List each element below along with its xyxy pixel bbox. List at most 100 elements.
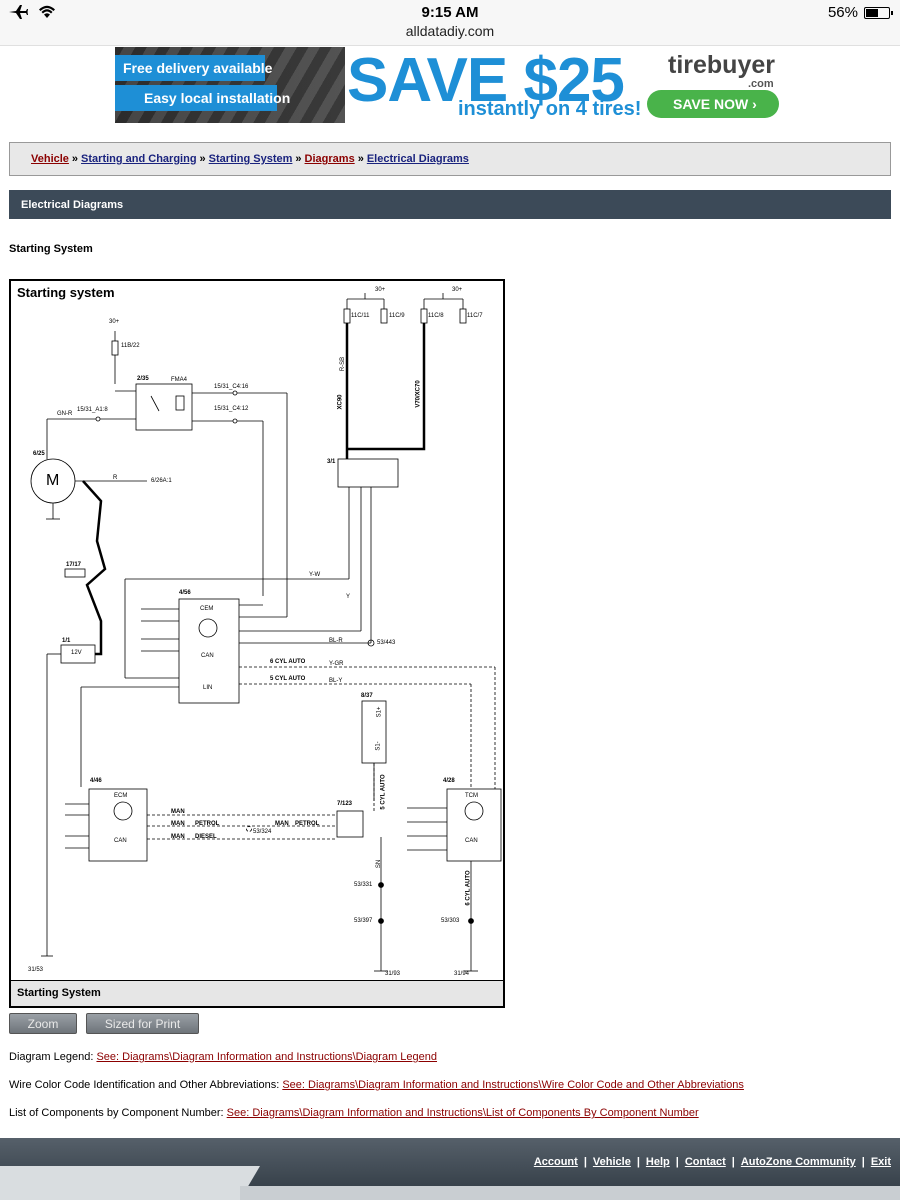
footer-help-link[interactable]: Help [645, 1156, 670, 1168]
footer-nav: Account|Vehicle|Help|Contact|AutoZone Co… [534, 1156, 891, 1168]
label-ground-3194: 31/94 [454, 971, 470, 977]
components-line: List of Components by Component Number: … [9, 1107, 699, 1119]
label-ecm: ECM [114, 793, 128, 799]
label-man: MAN [171, 834, 185, 840]
breadcrumb-diagrams[interactable]: Diagrams [304, 153, 355, 165]
label-53303: 53/303 [441, 918, 460, 924]
label-tcm: TCM [465, 793, 478, 799]
footer-decoration [240, 1186, 900, 1200]
clock: 9:15 AM [421, 4, 479, 21]
footer-contact-link[interactable]: Contact [684, 1156, 726, 1168]
label-gn-r: GN-R [57, 411, 73, 417]
ad-headline: SAVE $25 [347, 46, 625, 115]
wire-color-label: Wire Color Code Identification and Other… [9, 1079, 283, 1091]
breadcrumb-separator: » [71, 153, 79, 165]
label-xc90: XC90 [337, 394, 344, 410]
page-subtitle: Starting System [9, 243, 93, 255]
wiring-diagram[interactable]: Starting system [9, 279, 505, 1008]
battery-fill [866, 8, 879, 17]
ad-chip-delivery: Free delivery available [115, 55, 272, 81]
label-auto: 5 CYL AUTO [380, 774, 387, 810]
airplane-icon [8, 5, 28, 24]
label-petrol: PETROL [195, 821, 220, 827]
label-7123: 7/123 [337, 801, 353, 807]
legend-line: Diagram Legend: See: Diagrams\Diagram In… [9, 1051, 437, 1063]
label-diesel: DIESEL [195, 834, 217, 840]
footer-exit-link[interactable]: Exit [870, 1156, 891, 1168]
address-url[interactable]: alldatadiy.com [405, 23, 495, 39]
label-motor-625: 6/25 [33, 451, 45, 457]
wifi-icon [38, 5, 56, 24]
legend-link[interactable]: See: Diagrams\Diagram Information and In… [96, 1051, 438, 1063]
chevron-right-icon: › [752, 96, 757, 112]
components-link[interactable]: See: Diagrams\Diagram Information and In… [226, 1107, 699, 1119]
label-53331: 53/331 [354, 882, 373, 888]
label-lin: LIN [203, 685, 213, 691]
diagram-labels: 30+ 30+ 30+ 11B/22 11C/11 11C/9 11C/8 11… [11, 281, 503, 981]
label-bl-y: BL-Y [329, 678, 343, 684]
footer-separator: | [636, 1156, 640, 1168]
zoom-button[interactable]: Zoom [9, 1013, 77, 1034]
label-fuse-11c8: 11C/8 [428, 313, 444, 319]
footer: Account|Vehicle|Help|Contact|AutoZone Co… [0, 1138, 900, 1200]
label-fuse-11c11: 11C/11 [351, 313, 370, 319]
label-fuse-11b22: 11B/22 [121, 343, 140, 349]
label-cem-456: 4/56 [179, 590, 191, 596]
label-53397: 53/397 [354, 918, 373, 924]
breadcrumb-electrical-diagrams[interactable]: Electrical Diagrams [366, 153, 469, 165]
label-y-w: Y-W [309, 572, 321, 578]
label-tcm-428: 4/28 [443, 778, 455, 784]
label-tcm-can: CAN [465, 838, 478, 844]
footer-account-link[interactable]: Account [533, 1156, 578, 1168]
label-battery-11: 1/1 [62, 638, 71, 644]
diagram-caption: Starting System [11, 980, 503, 1006]
legend-label: Diagram Legend: [9, 1051, 97, 1063]
footer-separator: | [583, 1156, 587, 1168]
breadcrumb-starting-system[interactable]: Starting System [208, 153, 293, 165]
label-man: MAN [171, 821, 185, 827]
label-a18: 15/31_A1:8 [77, 407, 108, 413]
footer-decoration [0, 1166, 260, 1200]
label-wire-r: R [113, 475, 118, 481]
ad-brand-name: tirebuyer [668, 51, 775, 79]
breadcrumb-separator: » [295, 153, 302, 165]
label-v70xc70: V70/XC70 [415, 380, 422, 408]
label-6cyl-auto-vert: 6 CYL AUTO [465, 870, 472, 906]
label-53324: 53/324 [253, 829, 272, 835]
label-837: 8/37 [361, 693, 373, 699]
save-now-button[interactable]: SAVE NOW › [647, 90, 779, 118]
breadcrumb-separator: » [357, 153, 364, 165]
footer-community-link[interactable]: AutoZone Community [740, 1156, 856, 1168]
wire-color-line: Wire Color Code Identification and Other… [9, 1079, 744, 1091]
status-left [8, 5, 56, 24]
save-now-label: SAVE NOW [673, 96, 749, 112]
footer-separator: | [861, 1156, 865, 1168]
label-12v: 12V [71, 650, 82, 656]
ad-chip-installation: Easy local installation [115, 85, 290, 111]
label-ecm-can: CAN [114, 838, 127, 844]
motor-symbol: M [46, 472, 60, 489]
label-1717: 17/17 [66, 562, 82, 568]
section-header: Electrical Diagrams [9, 190, 891, 219]
battery-percent: 56% [827, 4, 858, 21]
breadcrumb-vehicle[interactable]: Vehicle [31, 153, 69, 165]
label-man: MAN [275, 821, 289, 827]
label-30plus: 30+ [375, 287, 386, 293]
label-fuse-11c7: 11C/7 [467, 313, 483, 319]
label-30plus: 30+ [452, 287, 463, 293]
label-r-sb: R-SB [340, 356, 347, 372]
label-sn: SN [376, 859, 383, 869]
label-ground-3193: 31/93 [385, 971, 401, 977]
label-626a: 6/26A:1 [151, 478, 172, 484]
breadcrumb-starting-charging[interactable]: Starting and Charging [81, 153, 197, 165]
label-bl-r: BL-R [329, 638, 343, 644]
label-y: Y [346, 594, 351, 600]
sized-for-print-button[interactable]: Sized for Print [86, 1013, 199, 1034]
label-6cyl-auto: 6 CYL AUTO [270, 659, 306, 665]
tire-ad-banner[interactable]: Free delivery available Easy local insta… [115, 46, 785, 123]
footer-vehicle-link[interactable]: Vehicle [592, 1156, 631, 1168]
breadcrumb-separator: » [199, 153, 206, 165]
wire-color-link[interactable]: See: Diagrams\Diagram Information and In… [282, 1079, 744, 1091]
label-c412: 15/31_C4:12 [214, 406, 249, 412]
label-can: CAN [201, 653, 214, 659]
